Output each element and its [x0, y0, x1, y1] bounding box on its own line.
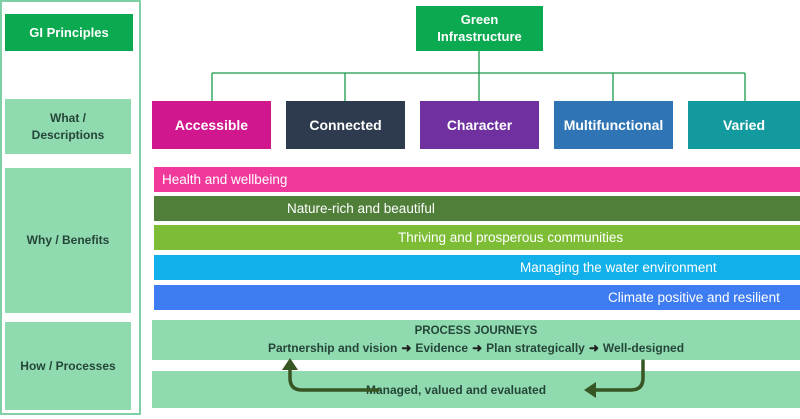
step-partnership: Partnership and vision	[267, 341, 398, 355]
gi-principles-label: GI Principles	[5, 14, 133, 51]
step-well-designed: Well-designed	[602, 341, 685, 355]
right-arrow-icon: ➜	[588, 341, 599, 355]
benefit-label: Nature-rich and beautiful	[287, 201, 435, 216]
loop-label: Managed, valued and evaluated	[365, 382, 547, 397]
benefit-band-water: Managing the water environment	[154, 255, 800, 280]
benefit-label: Health and wellbeing	[162, 172, 288, 187]
category-connected: Connected	[286, 101, 405, 149]
step-evidence: Evidence	[415, 341, 469, 355]
process-steps: Partnership and vision ➜ Evidence ➜ Plan…	[152, 341, 800, 355]
what-descriptions-label: What / Descriptions	[5, 99, 131, 154]
category-accessible: Accessible	[152, 101, 271, 149]
benefit-label: Managing the water environment	[520, 260, 717, 275]
right-arrow-icon: ➜	[472, 341, 483, 355]
category-multifunctional: Multifunctional	[554, 101, 673, 149]
label-column-frame	[0, 0, 141, 415]
right-arrow-icon: ➜	[401, 341, 412, 355]
how-processes-label: How / Processes	[5, 322, 131, 410]
green-infrastructure-node: Green Infrastructure	[416, 6, 543, 51]
benefit-label: Thriving and prosperous communities	[398, 230, 624, 245]
step-plan: Plan strategically	[486, 341, 585, 355]
benefit-band-communities: Thriving and prosperous communities	[154, 225, 800, 250]
process-title: PROCESS JOURNEYS	[414, 325, 538, 337]
benefit-band-health: Health and wellbeing	[154, 167, 800, 192]
process-loop-panel: Managed, valued and evaluated	[152, 371, 800, 408]
benefit-band-nature: Nature-rich and beautiful	[154, 196, 800, 221]
process-journeys-panel: PROCESS JOURNEYS Partnership and vision …	[152, 320, 800, 360]
category-varied: Varied	[688, 101, 800, 149]
why-benefits-label: Why / Benefits	[5, 168, 131, 313]
benefit-label: Climate positive and resilient	[608, 290, 780, 305]
benefit-band-climate: Climate positive and resilient	[154, 285, 800, 310]
category-character: Character	[420, 101, 539, 149]
